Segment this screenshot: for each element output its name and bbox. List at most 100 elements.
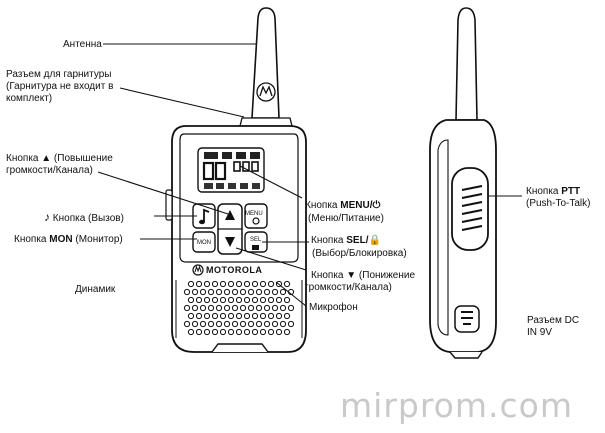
speaker-hole: [219, 328, 227, 336]
music-note-icon: [203, 208, 210, 222]
speaker-hole: [267, 328, 275, 336]
speaker-hole: [243, 328, 251, 336]
label-ptt-2: (Push-To-Talk): [526, 198, 591, 209]
speaker-hole: [287, 320, 295, 328]
speaker-hole: [223, 288, 231, 296]
speaker-hole: [267, 296, 275, 304]
speaker-hole: [255, 320, 263, 328]
speaker-hole: [215, 304, 223, 312]
speaker-hole: [235, 312, 243, 320]
leader-lines: [97, 43, 522, 307]
speaker-hole: [223, 304, 231, 312]
speaker-hole: [203, 328, 211, 336]
speaker-hole: [191, 288, 199, 296]
speaker-hole: [263, 304, 271, 312]
label-menu-1: Кнопка MENU/⏻: [305, 200, 381, 211]
speaker-hole: [251, 312, 259, 320]
device-menu-label: MENU: [245, 211, 263, 217]
speaker-hole: [231, 288, 239, 296]
speaker-hole: [191, 304, 199, 312]
speaker-hole: [239, 320, 247, 328]
label-mic: Микрофон: [309, 302, 358, 313]
speaker-hole: [215, 320, 223, 328]
label-vol-down-1: Кнопка ▼ (Понижение: [311, 270, 416, 281]
label-sel-1: Кнопка SEL/🔒: [311, 235, 381, 246]
speaker-hole: [203, 280, 211, 288]
speaker-hole: [283, 296, 291, 304]
music-note-icon: ♪: [44, 210, 50, 224]
speaker-hole: [243, 296, 251, 304]
speaker-hole: [259, 312, 267, 320]
label-vol-up-2: громкости/Канала): [6, 165, 93, 176]
speaker-hole: [263, 320, 271, 328]
speaker-hole: [255, 304, 263, 312]
speaker-hole: [279, 288, 287, 296]
speaker-hole: [231, 320, 239, 328]
speaker-hole: [211, 312, 219, 320]
speaker-hole: [267, 280, 275, 288]
speaker-hole: [187, 328, 195, 336]
label-headset-2: (Гарнитура не входит в: [6, 81, 114, 92]
side-antenna: [455, 7, 478, 121]
speaker-hole: [247, 288, 255, 296]
speaker-hole: [223, 320, 231, 328]
label-vol-up-1: Кнопка ▲ (Повышение: [6, 153, 113, 164]
speaker-hole: [287, 304, 295, 312]
speaker-hole: [191, 320, 199, 328]
speaker-hole: [259, 280, 267, 288]
side-ptt-button: [451, 167, 489, 251]
label-dc-1: Разъем DC: [527, 315, 580, 326]
speaker-hole: [211, 296, 219, 304]
triangle-up-icon: [225, 210, 235, 220]
device-mon-label: MON: [197, 240, 211, 246]
speaker-hole: [203, 312, 211, 320]
speaker-hole: [211, 328, 219, 336]
speaker-hole: [219, 280, 227, 288]
speaker-hole: [235, 296, 243, 304]
speaker-hole: [235, 280, 243, 288]
speaker-hole: [187, 296, 195, 304]
speaker-hole: [271, 304, 279, 312]
speaker-hole: [195, 296, 203, 304]
speaker-hole: [251, 328, 259, 336]
speaker-hole: [183, 288, 191, 296]
label-sel-2: (Выбор/Блокировка): [312, 248, 407, 259]
label-ptt-1: Кнопка PTT: [526, 186, 581, 197]
speaker-hole: [195, 312, 203, 320]
label-headset-1: Разъем для гарнитуры: [6, 69, 112, 80]
speaker-hole: [195, 328, 203, 336]
speaker-hole: [267, 312, 275, 320]
speaker-hole: [235, 328, 243, 336]
speaker-grille: [183, 280, 295, 336]
speaker-hole: [283, 312, 291, 320]
speaker-hole: [275, 296, 283, 304]
speaker-hole: [271, 320, 279, 328]
speaker-hole: [211, 280, 219, 288]
speaker-hole: [187, 280, 195, 288]
speaker-hole: [255, 288, 263, 296]
speaker-hole: [239, 304, 247, 312]
label-speaker: Динамик: [75, 284, 116, 295]
front-menu-button: [244, 203, 268, 229]
speaker-hole: [259, 328, 267, 336]
speaker-hole: [283, 280, 291, 288]
device-sel-label: SEL: [250, 237, 262, 243]
speaker-hole: [227, 296, 235, 304]
speaker-hole: [219, 296, 227, 304]
speaker-hole: [251, 296, 259, 304]
label-antenna: Антенна: [63, 39, 102, 50]
speaker-hole: [183, 304, 191, 312]
speaker-hole: [199, 320, 207, 328]
speaker-hole: [227, 280, 235, 288]
watermark: mirprom.com: [340, 386, 573, 425]
speaker-hole: [275, 328, 283, 336]
label-call: ♪ Кнопка (Вызов): [44, 210, 124, 224]
speaker-hole: [247, 304, 255, 312]
speaker-hole: [207, 288, 215, 296]
label-menu-2: (Меню/Питание): [308, 213, 384, 224]
speaker-hole: [199, 304, 207, 312]
speaker-hole: [227, 312, 235, 320]
speaker-hole: [247, 320, 255, 328]
triangle-down-icon: [225, 237, 235, 247]
